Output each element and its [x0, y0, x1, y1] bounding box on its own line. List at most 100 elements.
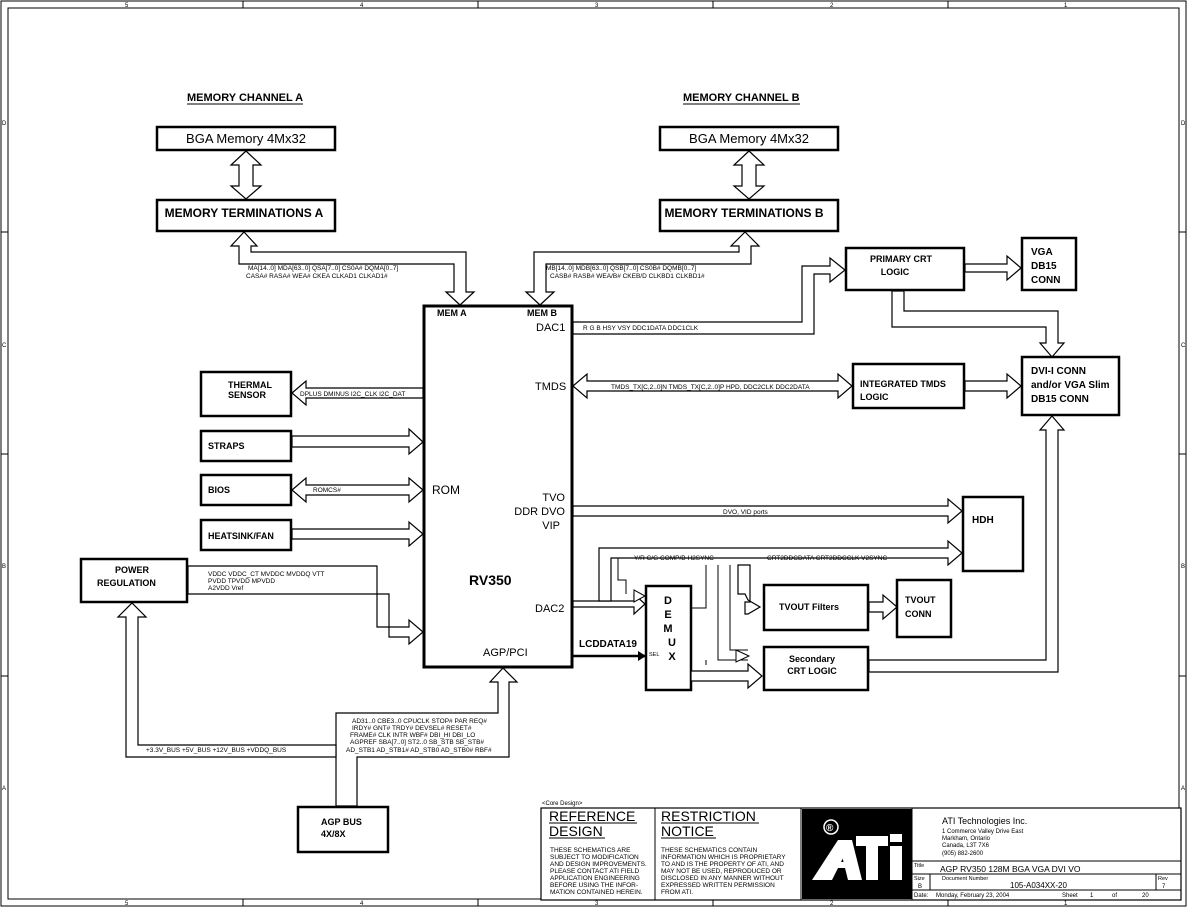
- agp-signals-2: IRDY# GNT# TRDY# DEVSEL# RESET#: [352, 725, 472, 732]
- row-label: B: [2, 564, 6, 570]
- straps-label: STRAPS: [208, 441, 245, 451]
- thermal-sensor-block: THERMAL SENSOR DPLUS DMINUS I2C_CLK I2C_…: [199, 370, 424, 418]
- col-label: 5: [125, 901, 129, 907]
- mem-term-b-box: [658, 198, 840, 233]
- tvout-filters-box: [762, 583, 870, 632]
- docnum-field-label: Document Number: [942, 876, 988, 882]
- heatsink-box: [199, 518, 293, 552]
- tvout-conn-box: [895, 578, 953, 639]
- dac1-path: R G B HSY VSY DDC1DATA DDC1CLK PRIMARY C…: [572, 236, 1078, 358]
- thermal-sensor-box: [199, 370, 293, 418]
- mem-a-port: MEM A: [437, 308, 467, 318]
- mem-term-a-box: [155, 198, 337, 233]
- row-label: A: [1181, 786, 1185, 792]
- channel-b-title: MEMORY CHANNEL B: [683, 92, 800, 104]
- tvout-conn-label-2: CONN: [905, 609, 932, 619]
- vga-label-2: DB15: [1031, 261, 1057, 272]
- secondary-crt-box: [762, 645, 870, 692]
- dvo-signals: DVO, VID ports: [723, 509, 769, 516]
- company-address: Markham, Ontario: [942, 836, 991, 842]
- row-label: C: [1181, 343, 1186, 349]
- bios-label: BIOS: [208, 485, 230, 495]
- dac2-port: DAC2: [535, 603, 564, 615]
- agp-bus-arrow: [335, 667, 519, 807]
- power-label-2: REGULATION: [97, 578, 156, 588]
- bus-arrow-a-vertical: [229, 150, 263, 200]
- dvo-path: DVO, VID ports HDH: [572, 495, 1025, 573]
- dvi-label-1: DVI-I CONN: [1031, 366, 1086, 377]
- dac2-path: Y/R C/G COMP/B H2SYNC CRT2DDCDATA CRT2DD…: [572, 415, 1066, 692]
- sheet-field-label: Sheet: [1062, 893, 1078, 899]
- reference-title-2: DESIGN: [549, 823, 603, 839]
- col-label: 3: [595, 3, 599, 9]
- agp-signals-5: AD_STB1 AD_STB1# AD_STB0 AD_STB0# RBF#: [346, 747, 492, 754]
- date-value: Monday, February 23, 2004: [936, 893, 1010, 899]
- vga-label-3: CONN: [1031, 275, 1060, 286]
- row-label: B: [1181, 564, 1185, 570]
- col-label: 4: [360, 3, 364, 9]
- row-label: D: [2, 121, 7, 127]
- col-label: 4: [360, 901, 364, 907]
- company-address: (905) 882-2600: [942, 851, 984, 857]
- tmds-signals: TMDS_TX[C,2..0]N TMDS_TX[C,2..0]P HPD, D…: [611, 384, 810, 391]
- restriction-title-1: RESTRICTION: [661, 808, 756, 824]
- demux-letter: D: [664, 595, 672, 607]
- dvi-label-2: and/or VGA Slim: [1031, 380, 1110, 391]
- thermal-label-2: SENSOR: [228, 390, 267, 400]
- bios-block: BIOS ROMCS#: [199, 473, 424, 507]
- agp-pci-port: AGP/PCI: [483, 647, 528, 659]
- col-label: 1: [1064, 901, 1068, 907]
- primary-crt-box: [844, 246, 966, 292]
- reference-body: SUBJECT TO MODIFICATION: [550, 854, 639, 861]
- sel-label: SEL: [649, 652, 659, 658]
- mem-b-port: MEM B: [527, 308, 557, 318]
- company-address: 1 Commerce Valley Drive East: [942, 829, 1024, 835]
- drawing-title: AGP RV350 128M BGA VGA DVI VO: [940, 864, 1081, 874]
- vip-port: VIP: [542, 520, 560, 532]
- power-regulation-block: POWER REGULATION VDDC VDDC_CT MVDDC MVDD…: [79, 557, 424, 646]
- dvi-conn-box: [1020, 355, 1121, 417]
- straps-box: [199, 429, 293, 463]
- agp-signals-3: FRAME# CLK INTR WBF# DBI_HI DBI_LO: [350, 732, 475, 739]
- power-regulation-box: [79, 557, 189, 604]
- thermal-label-1: THERMAL: [228, 380, 272, 390]
- mem-term-a-label: MEMORY TERMINATIONS A: [165, 206, 324, 220]
- tmds-port: TMDS: [535, 381, 566, 393]
- reference-body: AND DESIGN IMPROVEMENTS.: [550, 861, 647, 868]
- romcs-signal: ROMCS#: [313, 487, 341, 494]
- rv350-chip: MEM A MEM B DAC1 TMDS ROM TVO DDR DVO VI…: [422, 304, 574, 669]
- demux-box: [644, 584, 693, 692]
- rv350-box: [422, 304, 574, 669]
- agp-signals-4: AGPREF SBA[7..0] ST2..0 SB_STB SB_STB#: [350, 739, 484, 746]
- vga-label-1: VGA: [1031, 247, 1053, 258]
- size-field-label: Size: [914, 876, 925, 882]
- col-label: 2: [830, 3, 834, 9]
- tmds-logic-label-2: LOGIC: [860, 392, 889, 402]
- agp-signals-1: AD31..0 CBE3..0 CPUCLK STOP# PAR REQ#: [352, 718, 487, 725]
- core-design-label: <Core Design>: [542, 801, 583, 807]
- rev-field-label: Rev: [1158, 876, 1168, 882]
- bus-a-signals-1: MA[14..0] MDA[63..0] QSA[7..0] CS0A# DQM…: [248, 265, 398, 272]
- of-value: 20: [1142, 893, 1149, 899]
- bus-arrow-b-vertical: [732, 150, 766, 200]
- restriction-body: INFORMATION WHICH IS PROPRIETARY: [661, 854, 786, 861]
- reference-title-1: REFERENCE: [549, 808, 635, 824]
- restriction-body: EXPRESSED WRITTEN PERMISSION: [661, 882, 775, 889]
- agp-bus-label-1: AGP BUS: [321, 817, 362, 827]
- power-signals-3: A2VDD Vref: [208, 585, 243, 592]
- company-name: ATI Technologies Inc.: [942, 816, 1027, 826]
- row-label: A: [2, 786, 6, 792]
- power-label-1: POWER: [115, 565, 150, 575]
- dac1-signals: R G B HSY VSY DDC1DATA DDC1CLK: [583, 325, 699, 332]
- reference-body: PLEASE CONTACT ATI FIELD: [550, 868, 640, 875]
- bga-memory-a-label: BGA Memory 4Mx32: [186, 131, 306, 146]
- primary-crt-label-1: PRIMARY CRT: [870, 254, 933, 264]
- ati-logo: [812, 819, 902, 880]
- heatsink-label: HEATSINK/FAN: [208, 531, 274, 541]
- agp-bus-block: AGP BUS 4X/8X +3.3V_BUS +5V_BUS +12V_BUS…: [116, 602, 519, 854]
- registered-mark: ®: [826, 823, 834, 834]
- demux-letter: M: [663, 623, 672, 635]
- tvout-filters-label: TVOUT Filters: [779, 602, 839, 612]
- channel-a-title: MEMORY CHANNEL A: [187, 92, 303, 104]
